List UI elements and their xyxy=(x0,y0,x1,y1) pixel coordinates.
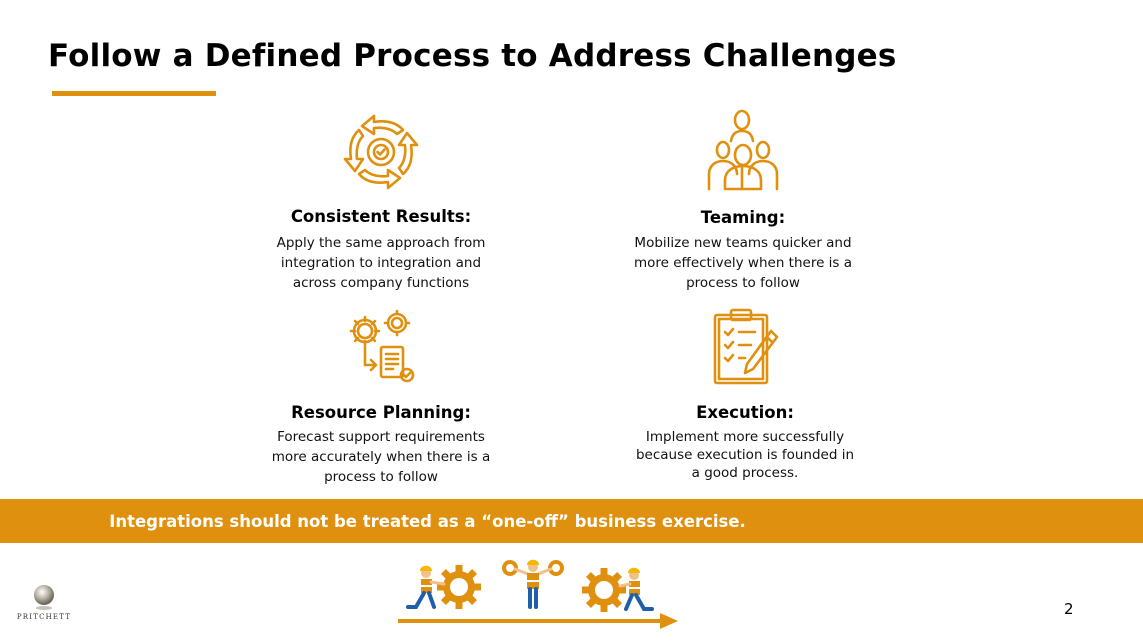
key-message-banner: Integrations should not be treated as a … xyxy=(0,499,1143,543)
description-line: a good process. xyxy=(691,465,799,481)
pritchett-logo xyxy=(34,585,54,610)
page-title: Follow a Defined Process to Address Chal… xyxy=(48,38,897,74)
description-line: because execution is founded in xyxy=(635,447,855,463)
feature-resource-planning: Resource Planning: Forecast support requ… xyxy=(241,307,521,492)
feature-description: Mobilize new teams quicker and more effe… xyxy=(603,233,883,293)
banner-text: Integrations should not be treated as a … xyxy=(109,511,746,531)
gear-icon xyxy=(548,560,564,576)
gear-icon xyxy=(582,568,626,612)
feature-description: Implement more successfully because exec… xyxy=(605,428,885,482)
cycle-check-icon xyxy=(343,114,419,190)
description-line: Forecast support requirements xyxy=(277,429,485,445)
worker-figure xyxy=(618,567,654,611)
description-line: more effectively when there is a xyxy=(633,255,853,271)
title-underline xyxy=(52,91,216,96)
arrow-icon xyxy=(398,613,678,629)
feature-heading: Resource Planning: xyxy=(291,403,471,422)
feature-heading: Execution: xyxy=(696,403,794,422)
feature-heading: Teaming: xyxy=(700,208,786,227)
feature-description: Apply the same approach from integration… xyxy=(241,233,521,293)
clipboard-checklist-icon xyxy=(713,308,779,385)
worker-figure xyxy=(406,565,446,609)
description-line: more accurately when there is a xyxy=(271,449,491,465)
description-line: across company functions xyxy=(292,275,470,291)
feature-teaming: Teaming: Mobilize new teams quicker and … xyxy=(603,108,883,298)
description-line: integration to integration and xyxy=(280,255,482,271)
page-number: 2 xyxy=(1064,600,1074,618)
feature-description: Forecast support requirements more accur… xyxy=(241,427,521,487)
feature-heading: Consistent Results: xyxy=(290,207,472,226)
description-line: process to follow xyxy=(686,275,800,291)
gears-document-icon xyxy=(349,309,415,383)
description-line: process to follow xyxy=(324,469,438,485)
logo-text: PRITCHETT xyxy=(16,613,72,621)
feature-consistent-results: Consistent Results: Apply the same appro… xyxy=(241,108,521,298)
gear-icon xyxy=(437,565,481,609)
team-people-icon xyxy=(707,109,779,191)
worker-figure xyxy=(513,559,553,609)
description-line: Mobilize new teams quicker and xyxy=(634,235,852,251)
description-line: Implement more successfully xyxy=(645,429,845,445)
feature-execution: Execution: Implement more successfully b… xyxy=(605,307,885,492)
workers-pushing-gears-illustration xyxy=(398,559,678,629)
description-line: Apply the same approach from xyxy=(276,235,486,251)
gear-icon xyxy=(502,560,518,576)
